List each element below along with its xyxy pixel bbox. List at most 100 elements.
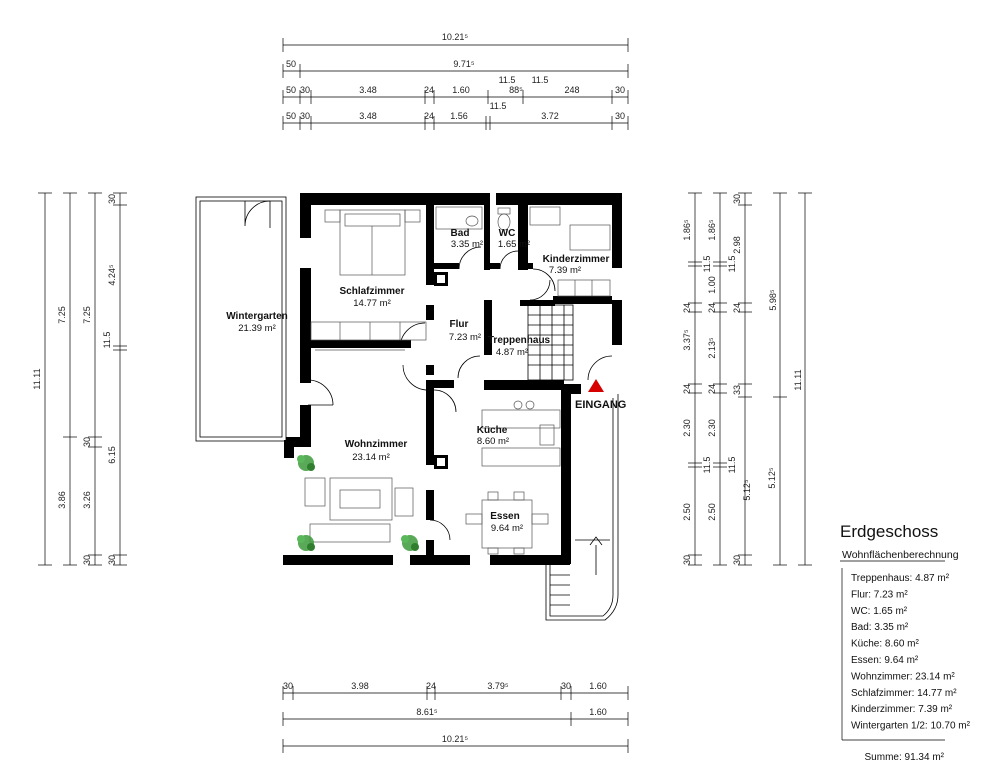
dim-left-c4-a: 30: [107, 194, 117, 204]
dim-bot-r1-d: 3.79⁵: [487, 681, 509, 691]
dim-top-r2-b: 9.71⁵: [453, 59, 475, 69]
area-legend: Erdgeschoss Wohnflächenberechnung Treppe…: [840, 522, 971, 763]
legend-item: Bad: 3.35 m²: [851, 622, 909, 633]
dim-right-c3-d: 33: [732, 385, 742, 395]
dim-right-c2-d: 24: [707, 303, 717, 313]
room-essen-name: Essen: [490, 511, 519, 522]
room-wintergarten-area: 21.39 m²: [238, 323, 276, 334]
entrance-arrow-icon: [588, 379, 604, 392]
dim-right-c2-a: 1.86⁵: [707, 219, 717, 241]
dim-top-r4-h: 30: [615, 111, 625, 121]
dim-top-r3-b: 30: [300, 85, 310, 95]
legend-item: WC: 1.65 m²: [851, 606, 908, 617]
dim-right-c3-e: 5.12⁵: [767, 467, 777, 489]
dim-right-c1-f: 2.30: [682, 419, 692, 437]
dim-right-c2-e: 2.13⁵: [707, 337, 717, 359]
dim-right-c2-c: 1.00: [707, 276, 717, 294]
room-bad-area: 3.35 m²: [451, 239, 483, 250]
legend-item: Wohnzimmer: 23.14 m²: [851, 671, 955, 682]
dim-bot-r1-b: 3.98: [351, 681, 369, 691]
dim-right-c2-j: 2.50: [707, 503, 717, 521]
dim-left-c3-b: 30: [82, 437, 92, 447]
room-essen-area: 9.64 m²: [491, 523, 523, 534]
legend-item: Schlafzimmer: 14.77 m²: [851, 688, 957, 699]
dim-left-c1-a: 11.11: [32, 368, 42, 389]
legend-item: Treppenhaus: 4.87 m²: [851, 573, 950, 584]
dim-right-c1-a: 1.86⁵: [682, 219, 692, 241]
dim-bot-r1-c: 24: [426, 681, 436, 691]
legend-item: Essen: 9.64 m²: [851, 655, 919, 666]
dim-right-c3-b: 2.98: [732, 236, 742, 254]
plant-icon-2: [297, 535, 315, 551]
room-kueche-area: 8.60 m²: [477, 436, 509, 447]
dim-left-c4-d: 6.15: [107, 446, 117, 464]
dim-top-r3-g: 88⁵: [509, 85, 523, 95]
wintergarten-outline: [195, 196, 334, 442]
dim-right-c4-b: 11.11: [793, 369, 803, 390]
furniture: [304, 206, 611, 555]
legend-items: Treppenhaus: 4.87 m² Flur: 7.23 m² WC: 1.6…: [851, 573, 971, 732]
dim-bot-r2-b: 1.60: [589, 707, 607, 717]
dim-left-c4-e: 30: [107, 555, 117, 565]
room-wc-name: WC: [499, 228, 516, 239]
room-wohnzimmer-name: Wohnzimmer: [345, 439, 408, 450]
dim-top-r3-d: 24: [424, 85, 434, 95]
room-bad-name: Bad: [451, 228, 470, 239]
room-labels: Schlafzimmer 14.77 m² Bad 3.35 m² WC 1.6…: [226, 228, 609, 534]
dim-right-c2-g: 2.30: [707, 419, 717, 437]
doors: [399, 246, 613, 541]
dim-top-r4-e: 1.56: [450, 111, 468, 121]
room-wohnzimmer-area: 23.14 m²: [352, 452, 390, 463]
dim-top-r3-a: 50: [286, 85, 296, 95]
legend-title: Erdgeschoss: [840, 522, 938, 541]
dim-bot-r3-a: 10.21⁵: [442, 734, 469, 744]
room-treppenhaus-area: 4.87 m²: [496, 347, 528, 358]
dim-right-c4-a: 5.98⁵: [768, 289, 778, 311]
room-schlafzimmer-area: 14.77 m²: [353, 298, 391, 309]
dim-left-c2-a: 7.25: [57, 306, 67, 324]
top-dimensions: 10.21⁵ 50 9.71⁵ 50 30 3.48 24 1.60 11.5 …: [282, 32, 629, 130]
dim-top-r4-f: 11.5: [490, 101, 507, 111]
dim-right-c1-e: 24: [682, 384, 692, 394]
dim-top-r4-d: 24: [424, 111, 434, 121]
room-flur-area: 7.23 m²: [449, 332, 481, 343]
legend-item: Flur: 7.23 m²: [851, 589, 908, 600]
entrance-label: EINGANG: [575, 399, 626, 411]
room-wc-area: 1.65 m²: [498, 239, 530, 250]
legend-item: Kinderzimmer: 7.39 m²: [851, 704, 953, 715]
bottom-dimensions: 30 3.98 24 3.79⁵ 30 1.60 8.61⁵ 1.60 10.2…: [282, 681, 629, 753]
dim-right-c2-f: 24: [707, 384, 717, 394]
staircase: [527, 304, 619, 621]
dim-right-c2-b: 11.5: [727, 256, 737, 273]
dim-top-total: 10.21⁵: [442, 32, 469, 42]
dim-top-r2-a: 50: [286, 59, 296, 69]
plants: [297, 455, 419, 551]
dim-top-r3-j: 30: [615, 85, 625, 95]
dim-right-c1-d: 3.37⁵: [682, 329, 692, 351]
dim-top-r4-a: 50: [286, 111, 296, 121]
dim-top-r3-i: 248: [564, 85, 579, 95]
dim-right-c3-f: 30: [732, 555, 742, 565]
walls: [283, 193, 622, 565]
dim-right-c2-h: 11.5: [727, 457, 737, 474]
dim-right-c1-i: 30: [682, 555, 692, 565]
dim-top-r4-g: 3.72: [541, 111, 559, 121]
dim-top-r3-f: 11.5: [499, 75, 516, 85]
legend-item: Wintergarten 1/2: 10.70 m²: [851, 721, 971, 732]
room-kinderzimmer-area: 7.39 m²: [549, 265, 581, 276]
room-wintergarten-name: Wintergarten: [226, 311, 288, 322]
room-kinderzimmer-name: Kinderzimmer: [543, 254, 610, 265]
legend-item: Küche: 8.60 m²: [851, 639, 919, 650]
dim-top-r4-b: 30: [300, 111, 310, 121]
dim-left-c4-c: 11.5: [102, 332, 112, 349]
dim-right-c3-a: 30: [732, 194, 742, 204]
dim-left-c3-c: 3.26: [82, 491, 92, 509]
dim-top-r4-c: 3.48: [359, 111, 377, 121]
dim-top-r3-h: 11.5: [532, 75, 549, 85]
dim-bot-r1-a: 30: [283, 681, 293, 691]
dim-left-c2-b: 3.86: [57, 491, 67, 509]
dim-top-r3-c: 3.48: [359, 85, 377, 95]
dim-top-r3-e: 1.60: [452, 85, 470, 95]
dim-bot-r1-e: 30: [561, 681, 571, 691]
